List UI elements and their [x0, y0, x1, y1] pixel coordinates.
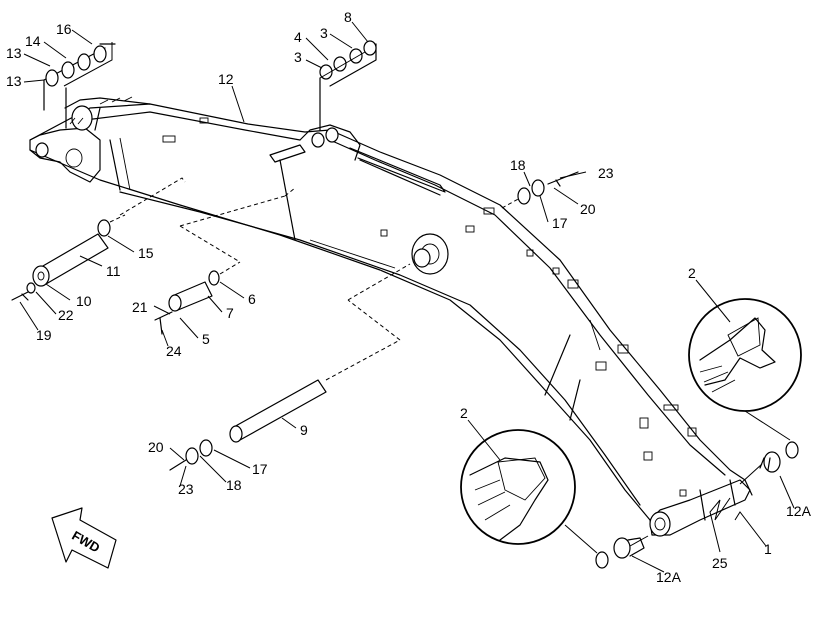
pin-assembly-mid	[154, 187, 296, 335]
pin-assembly-lower	[169, 263, 411, 471]
callout-9: 9	[300, 422, 308, 438]
callout-2-upper: 2	[688, 265, 696, 281]
callout-11: 11	[106, 263, 121, 279]
callout-25: 25	[712, 555, 728, 571]
callout-7: 7	[226, 305, 234, 321]
callout-2-lower: 2	[460, 405, 468, 421]
callout-6: 6	[248, 291, 256, 307]
callout-24: 24	[166, 343, 182, 359]
callout-12: 12	[218, 71, 234, 87]
callout-15: 15	[138, 245, 154, 261]
callout-17-upper: 17	[552, 215, 568, 231]
callout-10: 10	[76, 293, 92, 309]
callout-20-upper: 20	[580, 201, 596, 217]
callout-18-lower: 18	[226, 477, 242, 493]
callout-17-lower: 17	[252, 461, 268, 477]
callout-8: 8	[344, 9, 352, 25]
pin-retainer-upper	[501, 171, 579, 209]
callout-12A-bottom: 12A	[656, 569, 682, 585]
washer-stack-top	[319, 40, 377, 131]
detail-view-lower	[460, 429, 598, 554]
callout-18-upper: 18	[510, 157, 526, 173]
leader-lines	[19, 21, 795, 573]
callout-23-lower: 23	[178, 481, 194, 497]
callout-4: 4	[294, 29, 302, 45]
callout-19: 19	[36, 327, 52, 343]
callout-3-lower: 3	[294, 49, 302, 65]
callout-20-lower: 20	[148, 439, 164, 455]
pin-assembly-left	[11, 177, 186, 301]
detail-view-upper	[688, 298, 802, 441]
callout-12A-right: 12A	[786, 503, 812, 519]
boom-body	[29, 96, 753, 537]
callout-23-upper: 23	[598, 165, 614, 181]
callout-3-upper: 3	[320, 25, 328, 41]
washer-stack-head	[43, 42, 116, 129]
bushings-foot	[595, 441, 799, 569]
callout-16: 16	[56, 21, 72, 37]
forward-direction-arrow: FWD	[51, 507, 117, 569]
callout-1: 1	[764, 541, 772, 557]
callout-21: 21	[132, 299, 148, 315]
callout-14: 14	[25, 33, 41, 49]
callout-22: 22	[58, 307, 74, 323]
callout-labels: 16 14 13 13 12 4 3 3 8 18 23 20 17 2 2 1…	[6, 9, 812, 585]
callout-13-upper: 13	[6, 45, 22, 61]
callout-5: 5	[202, 331, 210, 347]
callout-13-lower: 13	[6, 73, 22, 89]
